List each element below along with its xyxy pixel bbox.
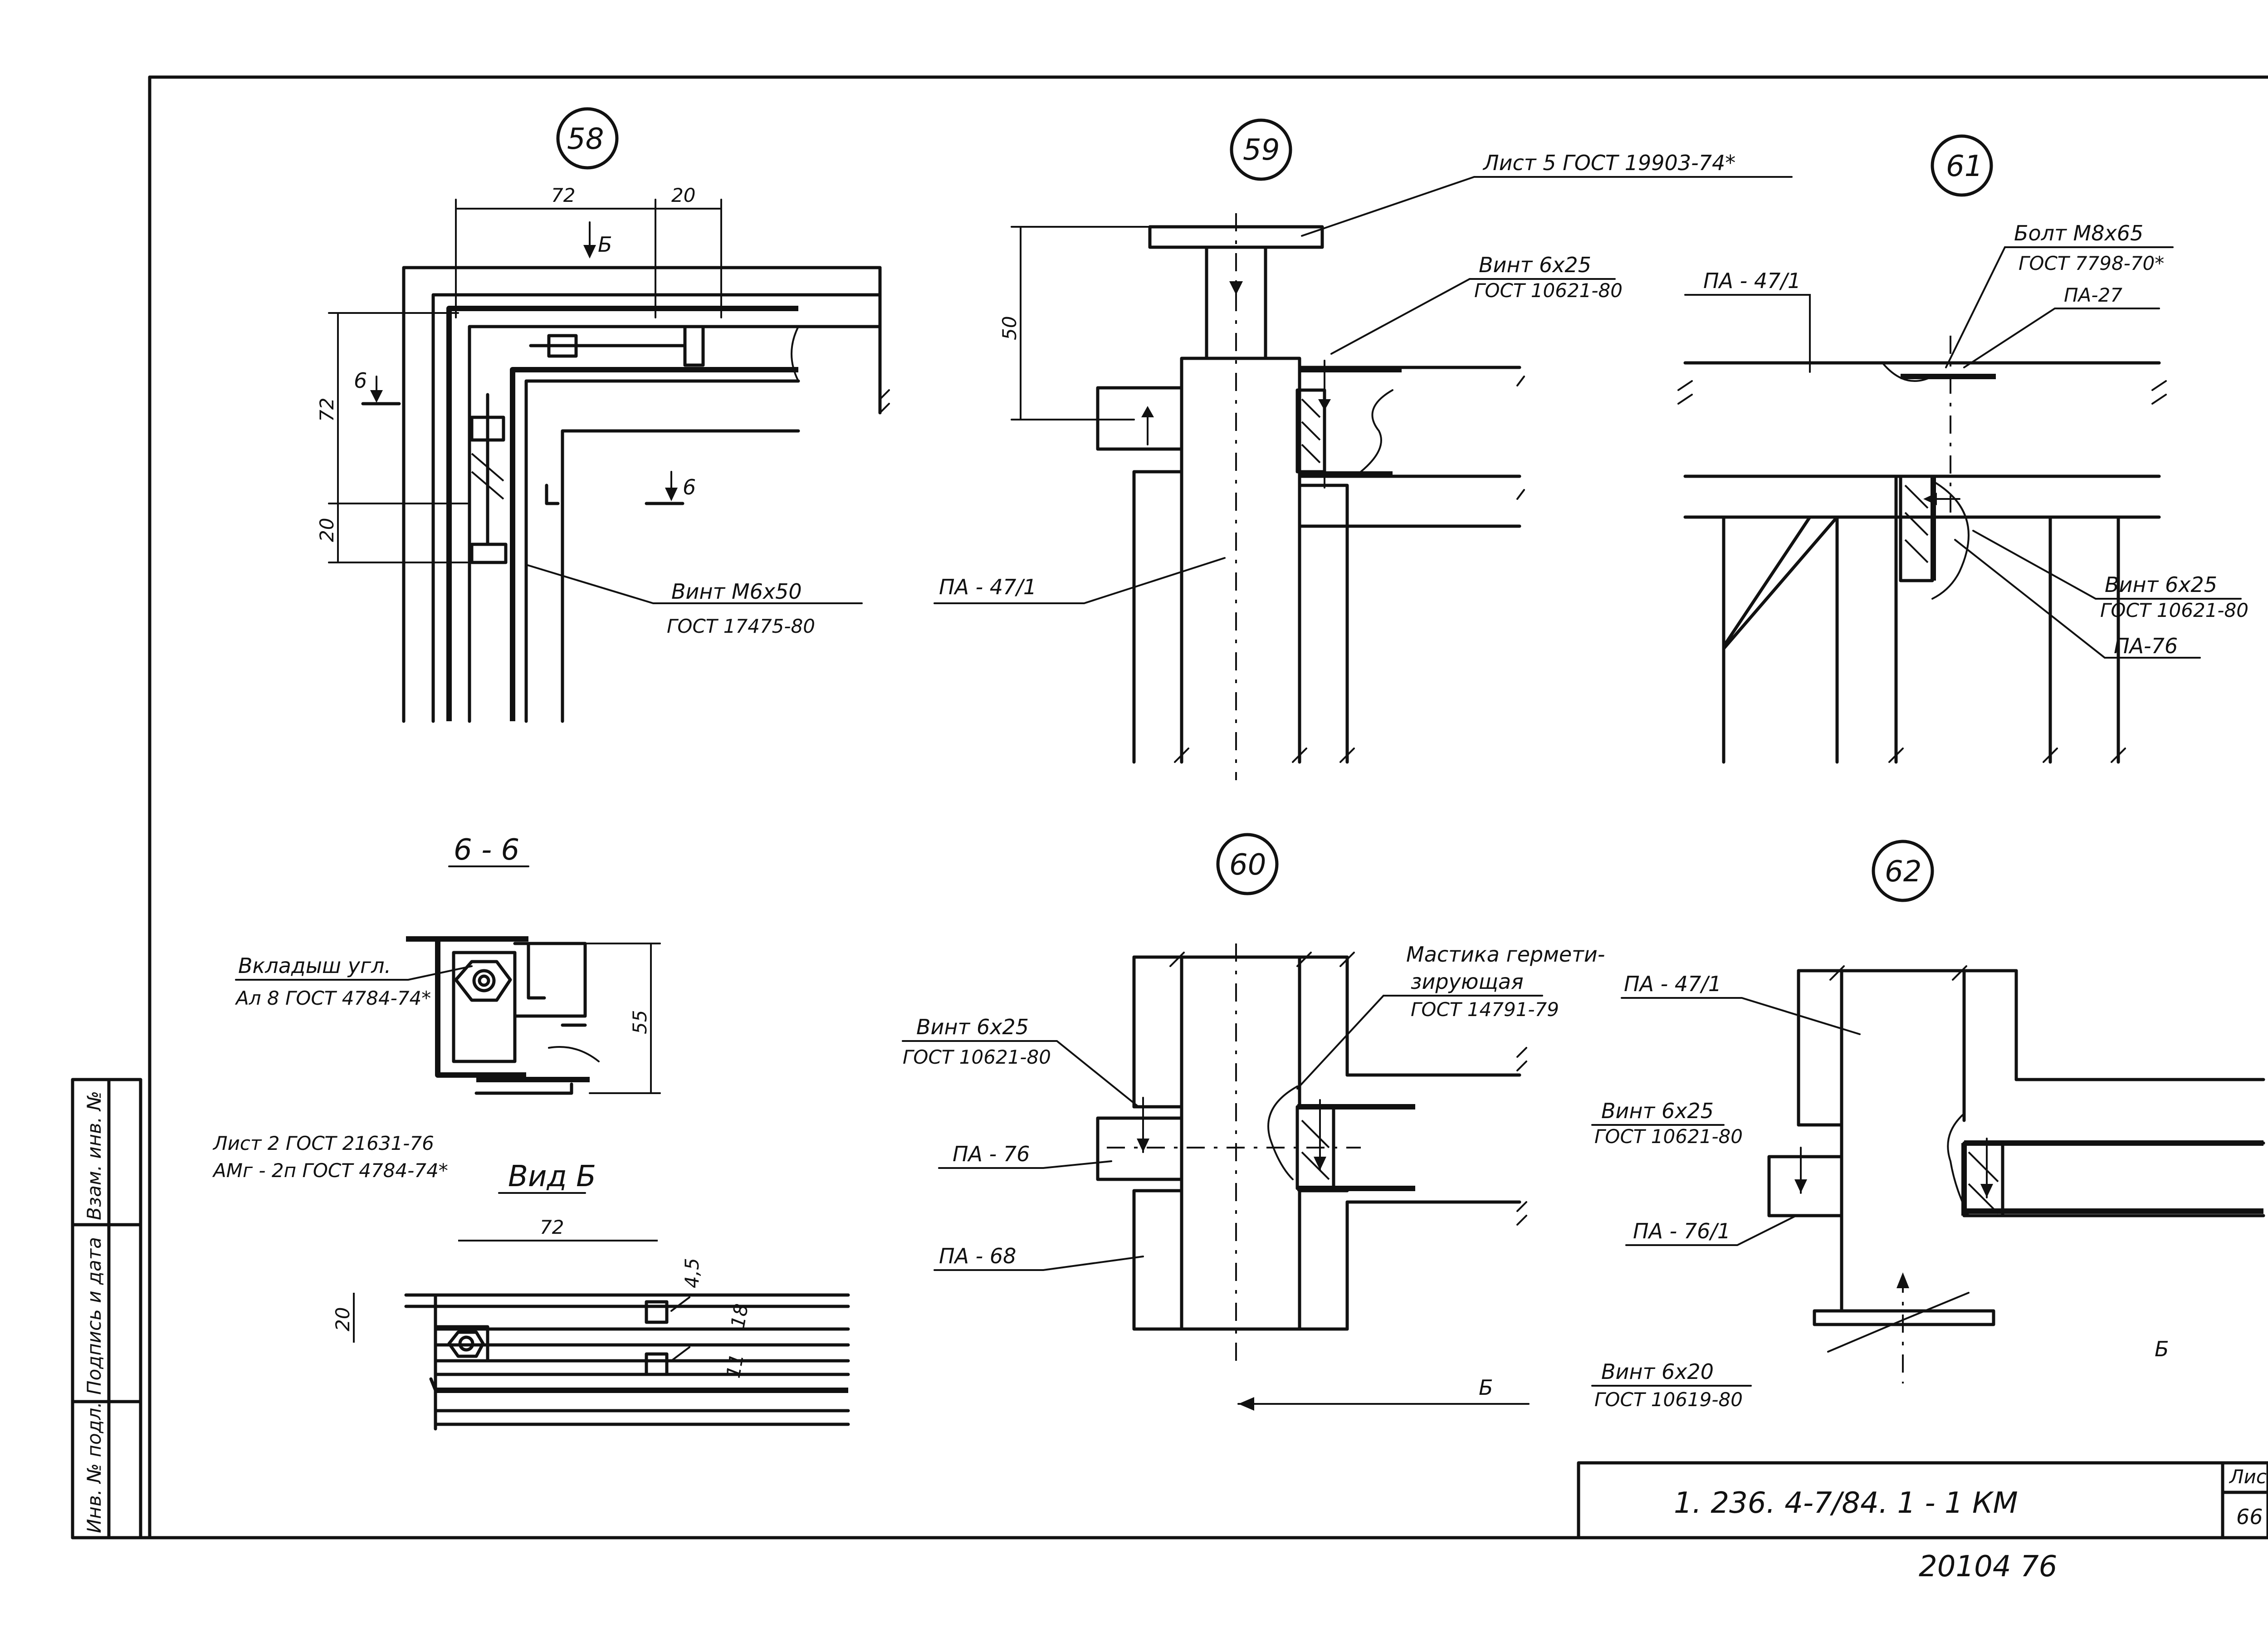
- callout-62-number: 62: [1885, 855, 1921, 889]
- detail-59: 59 50 Лист 5 ГОСТ 19903-74*: [934, 118, 1793, 780]
- d61-vint-label-1: Винт 6х25: [2105, 572, 2217, 597]
- dim-20-left: 20: [316, 518, 338, 542]
- d62-pa47-label: ПА - 47/1: [1624, 972, 1721, 996]
- d61-bolt-label-2: ГОСТ 7798-70*: [2019, 252, 2164, 274]
- stamp-vzam: Взам. инв. №: [83, 1091, 105, 1220]
- callout-59: [1230, 118, 1292, 181]
- d61-pa27-label: ПА-27: [2064, 284, 2122, 306]
- frame: [71, 75, 2268, 1540]
- callout-59-number: 59: [1243, 133, 1280, 167]
- vkladysh-label-2: Ал 8 ГОСТ 4784-74*: [235, 987, 431, 1009]
- dim-50: 50: [998, 316, 1021, 340]
- view-b: Вид Б 72 20 4,5 18 11: [332, 1160, 850, 1431]
- d62-vint2-label-2: ГОСТ 10619-80: [1594, 1388, 1743, 1411]
- d58-vint-label-2: ГОСТ 17475-80: [667, 615, 815, 637]
- vkladysh-label-1: Вкладыш угл.: [238, 953, 391, 978]
- d62-pa761-label: ПА - 76/1: [1633, 1219, 1730, 1243]
- view-b-title: Вид Б: [508, 1160, 596, 1193]
- list2-label-2: АМг - 2п ГОСТ 4784-74*: [212, 1159, 448, 1182]
- detail-58: 58 72 20 72 20: [316, 107, 890, 723]
- callout-61-number: 61: [1946, 150, 1983, 183]
- cut-label-6a: 6: [354, 368, 367, 393]
- archive-number: 20104 76: [1919, 1550, 2057, 1584]
- cut-label-b: Б: [598, 232, 612, 257]
- cut-label-b-right: Б: [2155, 1337, 2169, 1361]
- d59-vint-label-1: Винт 6х25: [1479, 253, 1591, 277]
- d62-vint-label-1: Винт 6х25: [1601, 1099, 1714, 1123]
- d60-vint-label-1: Винт 6х25: [916, 1015, 1029, 1039]
- d59-pa-label: ПА - 47/1: [939, 575, 1036, 599]
- callout-62: [1872, 840, 1934, 902]
- d59-list-label: Лист 5 ГОСТ 19903-74*: [1482, 151, 1735, 175]
- d60-vint-label-2: ГОСТ 10621-80: [903, 1046, 1051, 1068]
- cut-label-b-bottom: Б: [1479, 1375, 1493, 1400]
- dim-72-top: 72: [551, 184, 575, 206]
- callout-60-number: 60: [1229, 848, 1266, 882]
- d60-mastika-label-2: зирующая: [1411, 969, 1524, 994]
- d62-vint-label-2: ГОСТ 10621-80: [1594, 1125, 1743, 1148]
- drawing-code: 1. 236. 4-7/84. 1 - 1 КМ: [1674, 1486, 2018, 1520]
- callout-58-number: 58: [567, 122, 604, 156]
- sheet-number: 66: [2236, 1505, 2263, 1529]
- d61-bolt-label-1: Болт М8х65: [2014, 221, 2143, 245]
- dim-20-top: 20: [671, 184, 695, 206]
- dim-72-viewb: 72: [540, 1216, 564, 1238]
- d62-vint2-label-1: Винт 6х20: [1601, 1359, 1714, 1384]
- callout-61: [1931, 134, 1993, 197]
- d61-pa47-label: ПА - 47/1: [1703, 269, 1801, 293]
- section-6-6: 6 - 6 55 Вкладыш угл. Ал 8 ГОСТ 4784-74*…: [212, 833, 661, 1182]
- title-block: 1. 236. 4-7/84. 1 - 1 КМ Лист 66 20104 7…: [1577, 1461, 2268, 1584]
- stamp-inv-podl: Инв. № подл.: [83, 1402, 105, 1533]
- dim-45-viewb: 4,5: [681, 1258, 703, 1288]
- d59-vint-label-2: ГОСТ 10621-80: [1474, 279, 1623, 302]
- list2-label-1: Лист 2 ГОСТ 21631-76: [212, 1132, 434, 1154]
- dim-20-viewb: 20: [332, 1307, 354, 1331]
- d61-vint-label-2: ГОСТ 10621-80: [2100, 599, 2248, 621]
- detail-60: 60 Мастика гермети- зирующая ГОСТ 14791-…: [902, 833, 1605, 1411]
- sheet-label: Лист: [2229, 1466, 2268, 1488]
- detail-61: 61 ПА - 47/1 Болт М8х65 ГОСТ 7798-70* ПА…: [1677, 134, 2248, 764]
- d60-mastika-label-3: ГОСТ 14791-79: [1411, 998, 1559, 1021]
- dim-72-left: 72: [316, 398, 338, 422]
- detail-62: 62 ПА - 47/1 Винт 6х25 ГОСТ 10621-80 ПА …: [1591, 840, 2265, 1411]
- stamp-podpis: Подпись и дата: [83, 1237, 105, 1395]
- section-66-title: 6 - 6: [454, 833, 519, 867]
- d58-vint-label-1: Винт М6х50: [671, 579, 802, 604]
- callout-60: [1216, 833, 1279, 895]
- d60-pa68-label: ПА - 68: [939, 1244, 1016, 1268]
- d60-pa76-label: ПА - 76: [953, 1142, 1030, 1166]
- cut-label-6b: 6: [683, 475, 696, 499]
- callout-58: [556, 107, 619, 170]
- d61-pa76-label: ПА-76: [2114, 634, 2178, 658]
- dim-55: 55: [629, 1010, 651, 1034]
- d60-mastika-label-1: Мастика гермети-: [1406, 942, 1605, 967]
- side-stamp: Инв. № подл. Подпись и дата Взам. инв. №: [71, 1078, 142, 1540]
